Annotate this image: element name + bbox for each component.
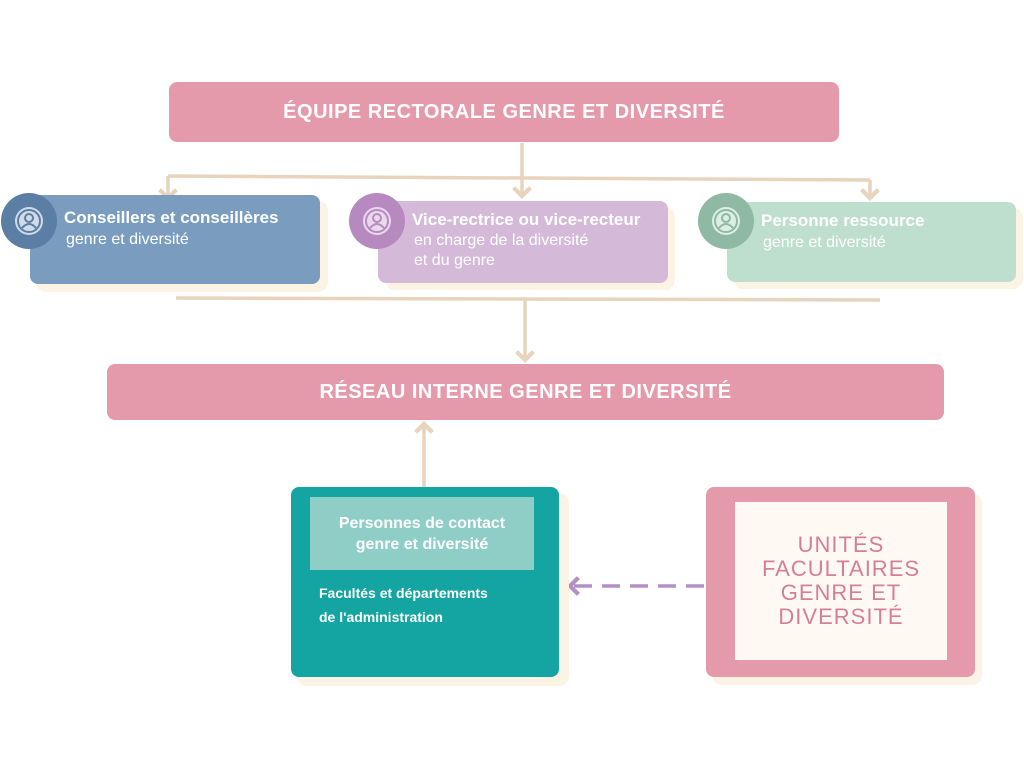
- contact-box-body: Facultés et départements de l'administra…: [319, 581, 551, 629]
- card-resource-person-title: Personne ressource: [761, 211, 925, 230]
- card-vice-rector-line3: et du genre: [414, 252, 495, 269]
- network-banner-label: RÉSEAU INTERNE GENRE ET DIVERSITÉ: [319, 380, 732, 403]
- card-advisors: Conseillers et conseillères genre et div…: [30, 195, 320, 284]
- card-vice-rector-badge: [349, 193, 405, 249]
- contact-header-line1: Personnes de contact: [338, 514, 506, 532]
- top-banner: ÉQUIPE RECTORALE GENRE ET DIVERSITÉ: [169, 82, 839, 142]
- card-resource-person-badge: [698, 193, 754, 249]
- person-circle-icon: [712, 207, 740, 235]
- units-line1: UNITÉS: [797, 532, 885, 557]
- card-resource-person-subtitle: genre et diversité: [763, 234, 886, 251]
- card-resource-person: Personne ressource genre et diversité: [727, 202, 1016, 282]
- branch-top: [167, 174, 871, 182]
- top-banner-label: ÉQUIPE RECTORALE GENRE ET DIVERSITÉ: [283, 100, 725, 123]
- units-line3: GENRE ET: [780, 580, 902, 605]
- contact-body-line2: de l'administration: [319, 609, 443, 625]
- units-box-inner: UNITÉS FACULTAIRES GENRE ET DIVERSITÉ: [735, 502, 947, 660]
- network-banner: RÉSEAU INTERNE GENRE ET DIVERSITÉ: [107, 364, 944, 420]
- contact-body-line1: Facultés et départements: [319, 585, 488, 601]
- units-line4: DIVERSITÉ: [778, 604, 904, 629]
- person-circle-icon: [15, 207, 43, 235]
- card-advisors-subtitle: genre et diversité: [66, 231, 189, 248]
- person-circle-icon: [363, 207, 391, 235]
- contact-box-header: Personnes de contact genre et diversité: [310, 497, 534, 570]
- card-advisors-title: Conseillers et conseillères: [64, 208, 279, 227]
- contact-header-line2: genre et diversité: [355, 535, 489, 553]
- branch-bottom: [175, 296, 881, 302]
- card-vice-rector-title: Vice-rectrice ou vice-recteur: [412, 210, 641, 229]
- card-vice-rector: Vice-rectrice ou vice-recteur en charge …: [378, 201, 668, 283]
- card-vice-rector-line2: en charge de la diversité: [414, 232, 589, 249]
- card-advisors-badge: [1, 193, 57, 249]
- units-line2: FACULTAIRES: [761, 556, 921, 581]
